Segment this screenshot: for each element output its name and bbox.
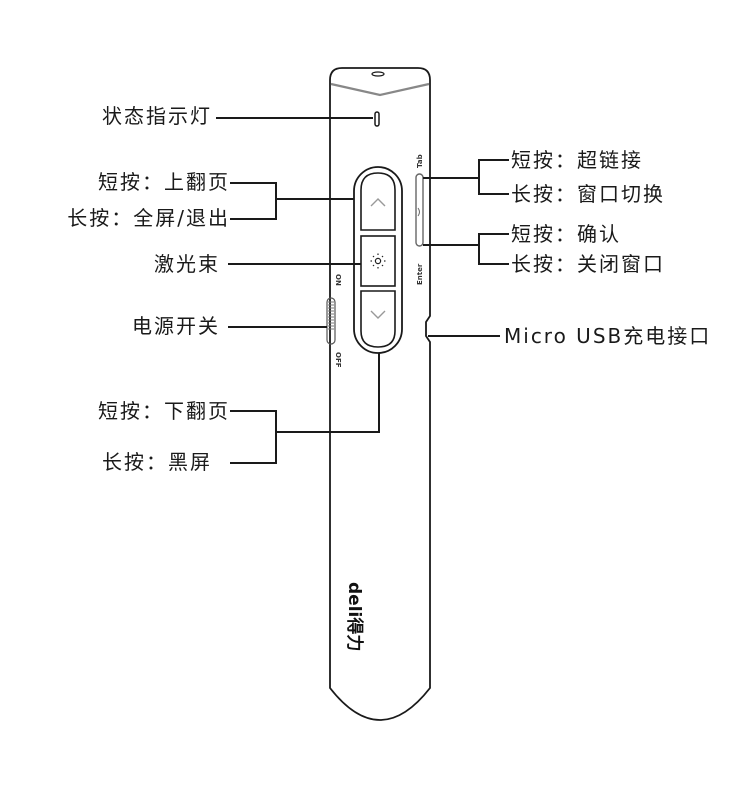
label-tab-short: 短按：超链接 bbox=[511, 148, 643, 172]
label-tab-long: 长按：窗口切换 bbox=[511, 182, 665, 206]
status-led bbox=[374, 111, 380, 127]
label-down-long: 长按：黑屏 bbox=[102, 450, 212, 474]
top-hole bbox=[371, 71, 385, 77]
label-power: 电源开关 bbox=[132, 314, 220, 338]
switch-grip bbox=[328, 301, 334, 330]
label-laser: 激光束 bbox=[154, 252, 220, 276]
label-down-short: 短按：下翻页 bbox=[98, 399, 230, 423]
switch-off-label: OFF bbox=[334, 352, 342, 368]
laser-button bbox=[360, 235, 396, 287]
label-enter-long: 长按：关闭窗口 bbox=[511, 252, 665, 276]
device-top-bevel bbox=[330, 82, 430, 97]
power-switch bbox=[326, 297, 336, 345]
tab-label: Tab bbox=[416, 154, 424, 168]
brand-logo: deli得力 bbox=[344, 582, 365, 651]
enter-label: Enter bbox=[416, 263, 424, 285]
chevron-up-icon bbox=[370, 198, 386, 207]
chevron-down-icon bbox=[370, 310, 386, 319]
switch-on-label: ON bbox=[334, 274, 342, 286]
laser-sun-icon bbox=[370, 253, 386, 269]
device-body bbox=[329, 67, 431, 721]
up-button bbox=[360, 172, 396, 231]
label-status-light: 状态指示灯 bbox=[102, 104, 212, 128]
down-button bbox=[360, 290, 396, 348]
label-up-short: 短按：上翻页 bbox=[98, 170, 230, 194]
label-usb: Micro USB充电接口 bbox=[504, 324, 712, 348]
label-up-long: 长按：全屏/退出 bbox=[67, 206, 230, 230]
label-enter-short: 短按：确认 bbox=[511, 222, 621, 246]
tab-enter-rocker bbox=[415, 173, 424, 247]
